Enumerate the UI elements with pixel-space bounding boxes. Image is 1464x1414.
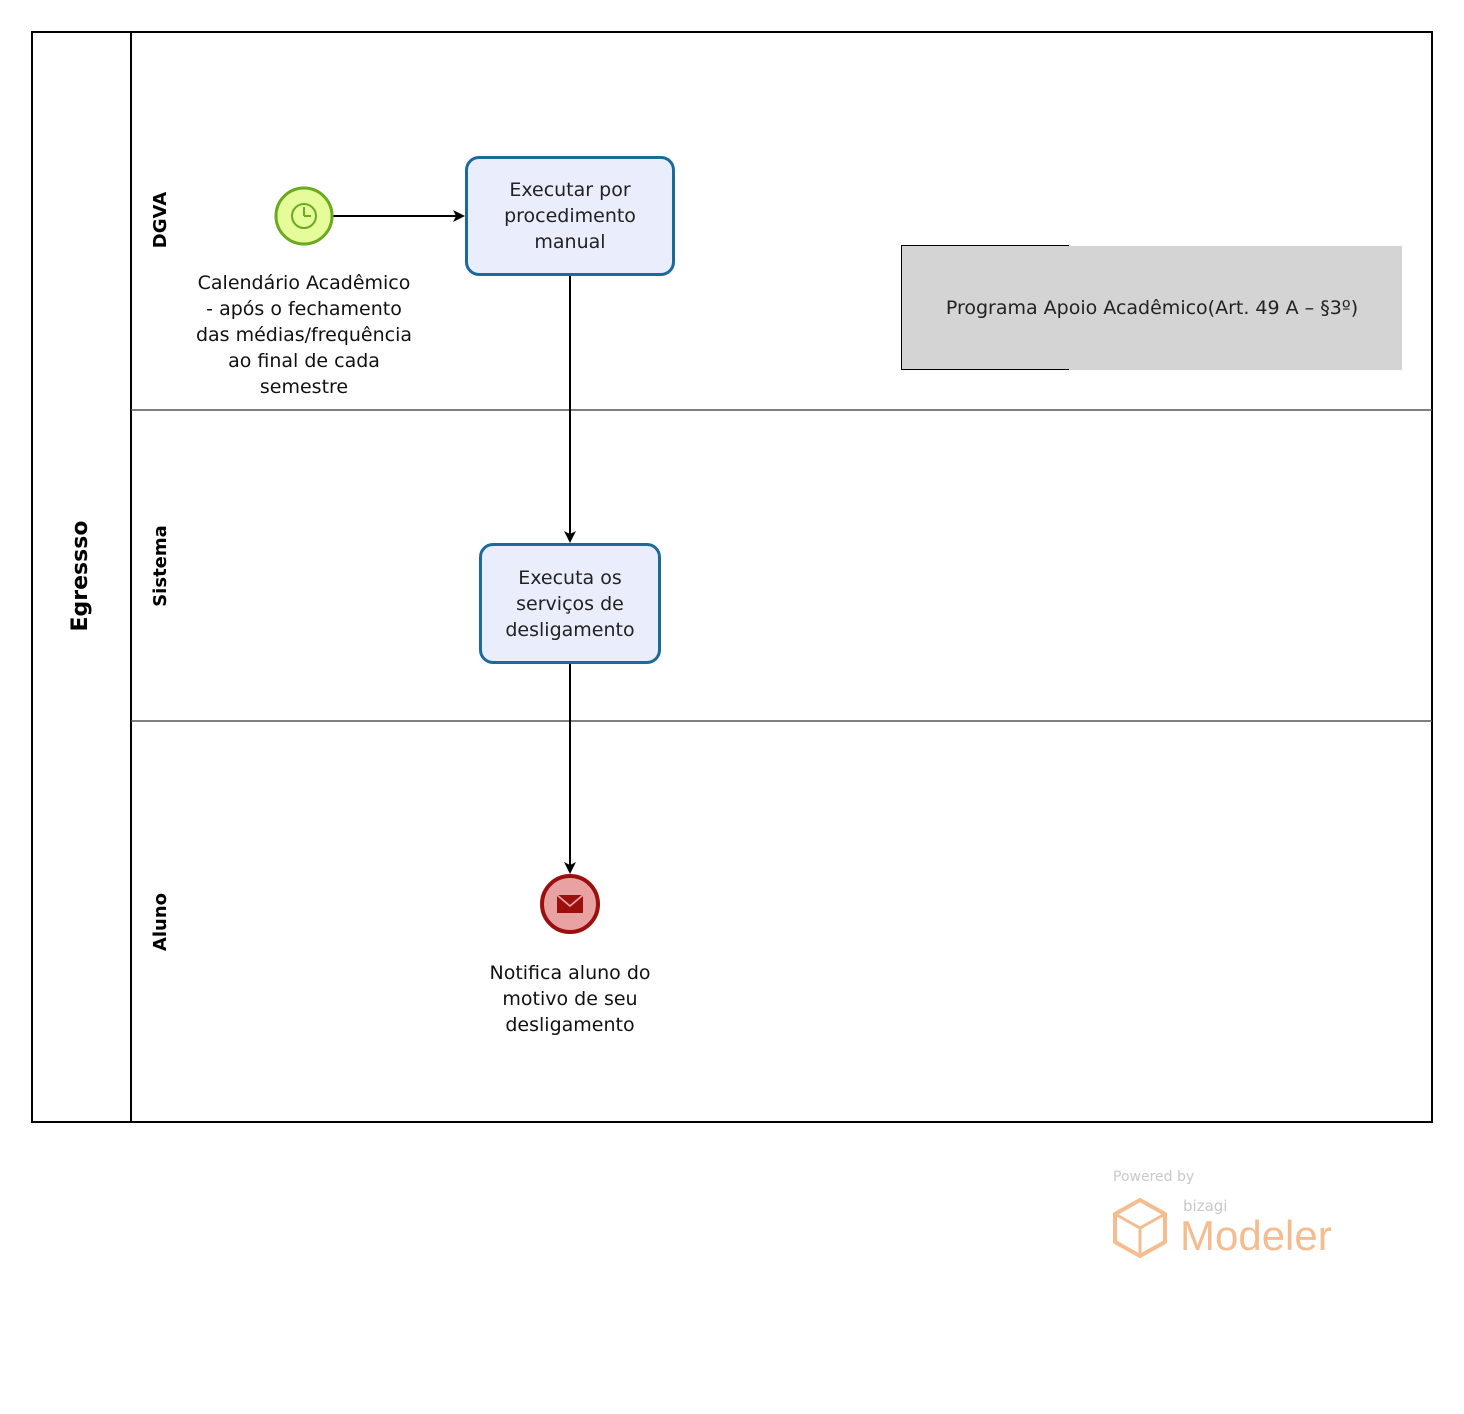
text-annotation[interactable]: Programa Apoio Acadêmico(Art. 49 A – §3º… — [902, 246, 1402, 370]
lane-label-aluno: Aluno — [150, 892, 171, 952]
task1-label: Executar por procedimento manual — [504, 179, 636, 253]
lane-label-sistema: Sistema — [150, 525, 171, 607]
message-end-event[interactable] — [540, 874, 600, 934]
bizagi-logo-icon — [1113, 1198, 1167, 1258]
pool-label: Egressso — [68, 520, 93, 632]
watermark-powered-by: Powered by — [1113, 1169, 1195, 1185]
envelope-icon — [556, 894, 584, 913]
end-event-label: Notifica aluno do motivo de seu desligam… — [489, 962, 651, 1036]
task2-label: Executa os serviços de desligamento — [505, 566, 635, 641]
annotation-bracket — [901, 245, 1069, 370]
watermark-brand: bizagi — [1183, 1197, 1228, 1215]
lane-label-dgva: DGVA — [150, 191, 171, 249]
watermark-product: Modeler — [1180, 1212, 1332, 1259]
start-event-label: Calendário Acadêmico - após o fechamento… — [195, 272, 413, 398]
clock-icon — [291, 203, 317, 229]
annotation-text: Programa Apoio Acadêmico(Art. 49 A – §3º… — [945, 297, 1359, 319]
task-executar-procedimento-manual[interactable]: Executar por procedimento manual — [465, 156, 675, 276]
timer-start-event[interactable] — [274, 186, 334, 246]
task-executa-servicos-desligamento[interactable]: Executa os serviços de desligamento — [479, 543, 661, 664]
pool-border — [31, 31, 1433, 1123]
